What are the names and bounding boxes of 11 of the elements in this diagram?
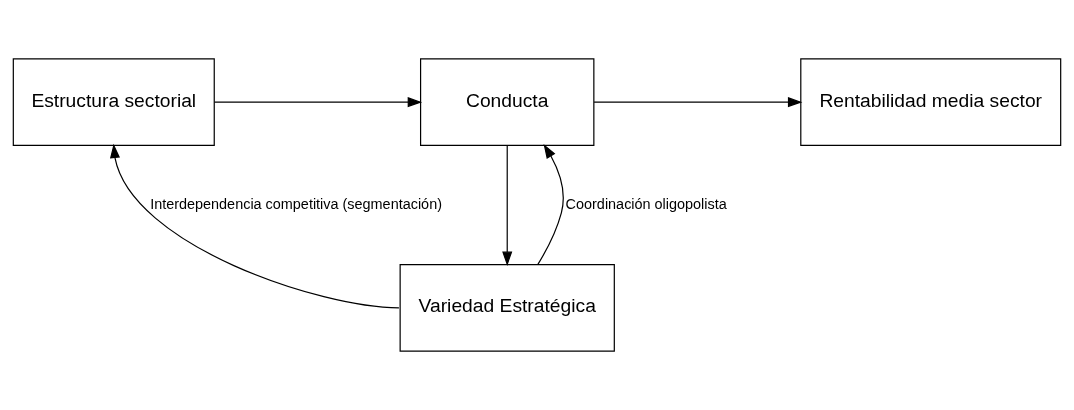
node-box: Estructura sectorial: [12, 58, 215, 147]
edge-label: Interdependencia competitiva (segmentación): [150, 195, 442, 212]
node-box: Variedad Estratégica: [399, 263, 615, 352]
edge-label: Coordinación oligopolista: [565, 195, 727, 212]
node-box: Conducta: [420, 58, 595, 147]
arrow: [502, 144, 513, 267]
node-box: Rentabilidad media sector: [800, 58, 1062, 147]
arrow: [109, 143, 400, 309]
arrow: [213, 97, 423, 108]
arrow: [537, 143, 564, 265]
arrow: [593, 97, 803, 108]
